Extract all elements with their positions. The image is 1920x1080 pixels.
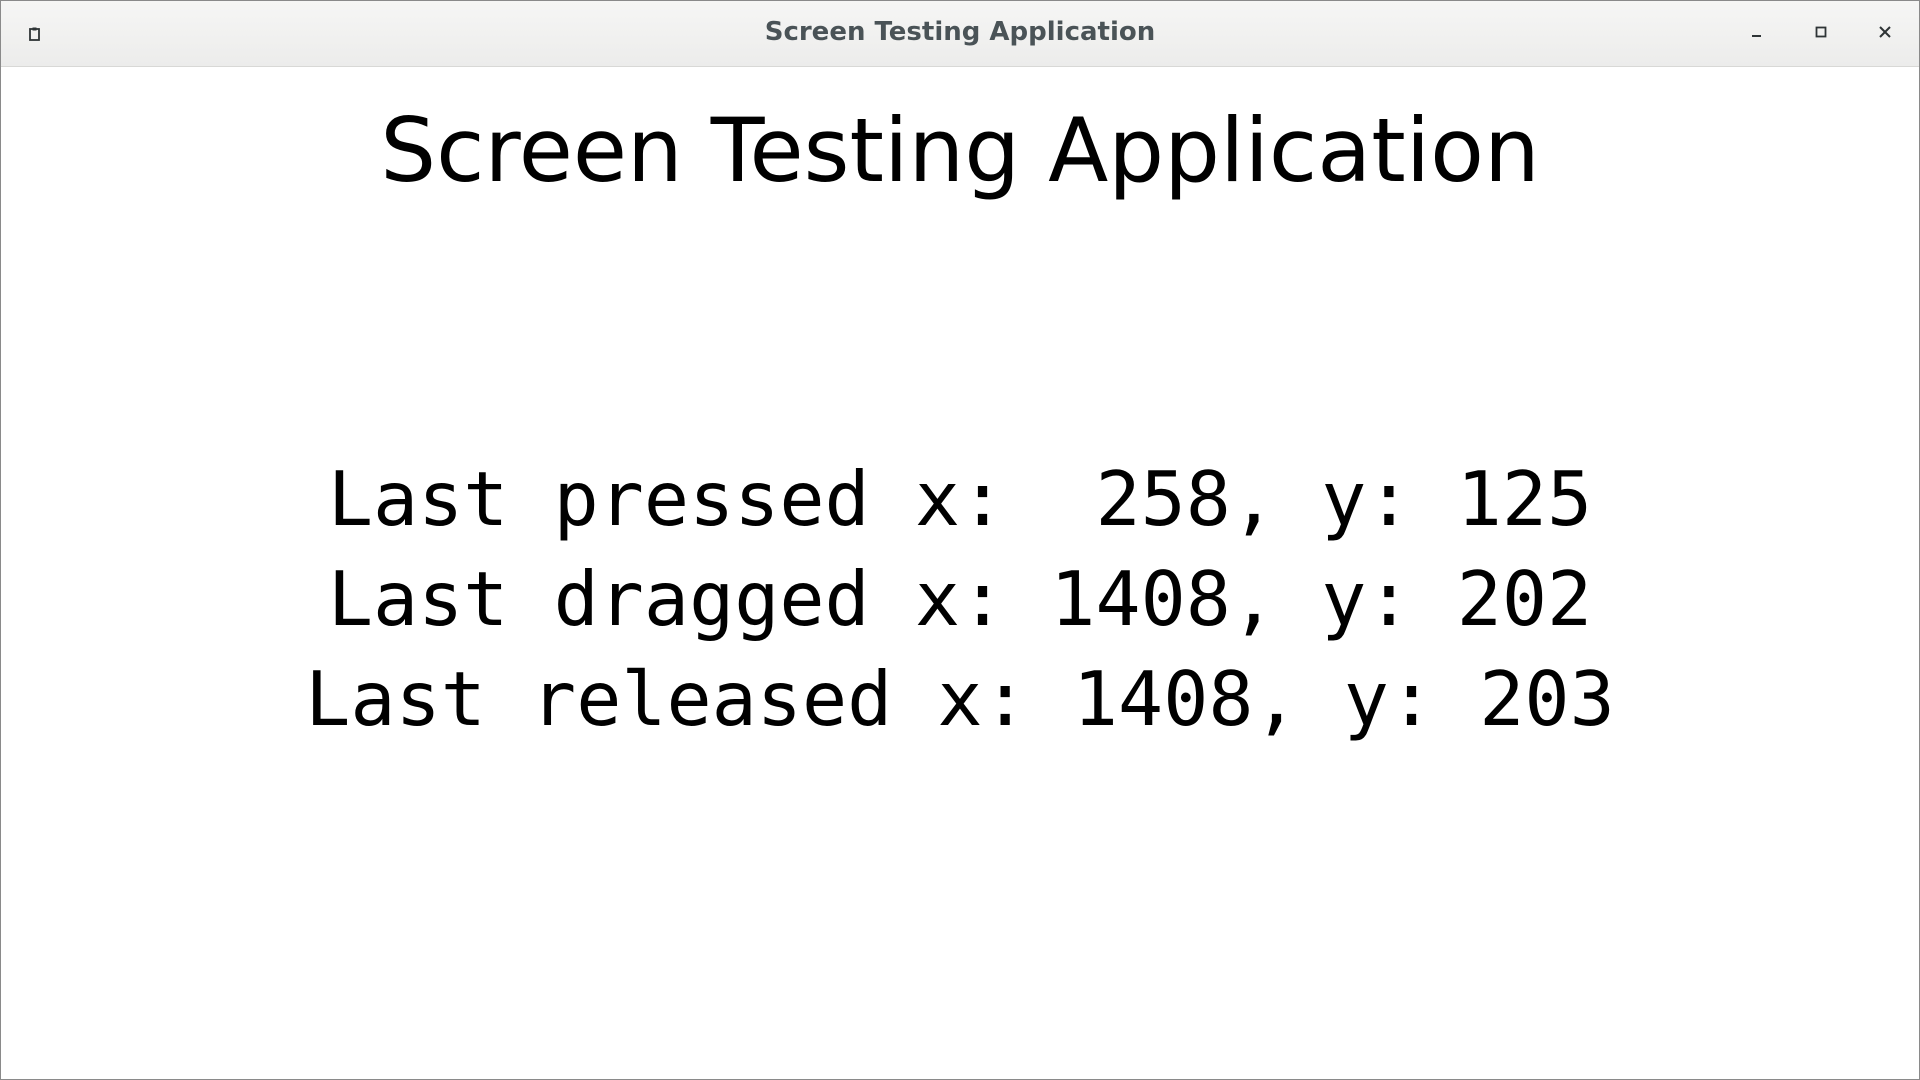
maximize-button[interactable] [1804,17,1838,51]
close-button[interactable] [1868,17,1902,51]
close-icon [1878,25,1892,44]
coordinate-readouts: Last pressed x: 258, y: 125 Last dragged… [1,449,1919,749]
last-dragged-readout: Last dragged x: 1408, y: 202 [327,555,1593,643]
maximize-icon [1814,25,1828,44]
clipboard-icon[interactable] [27,26,43,42]
window-title: Screen Testing Application [764,17,1156,47]
last-pressed-readout: Last pressed x: 258, y: 125 [327,455,1593,543]
minimize-icon [1750,25,1764,44]
last-released-readout: Last released x: 1408, y: 203 [305,655,1615,743]
page-title: Screen Testing Application [380,99,1540,202]
minimize-button[interactable] [1740,17,1774,51]
content-area[interactable]: Screen Testing Application Last pressed … [1,67,1919,1079]
title-bar[interactable]: Screen Testing Application [1,1,1919,67]
